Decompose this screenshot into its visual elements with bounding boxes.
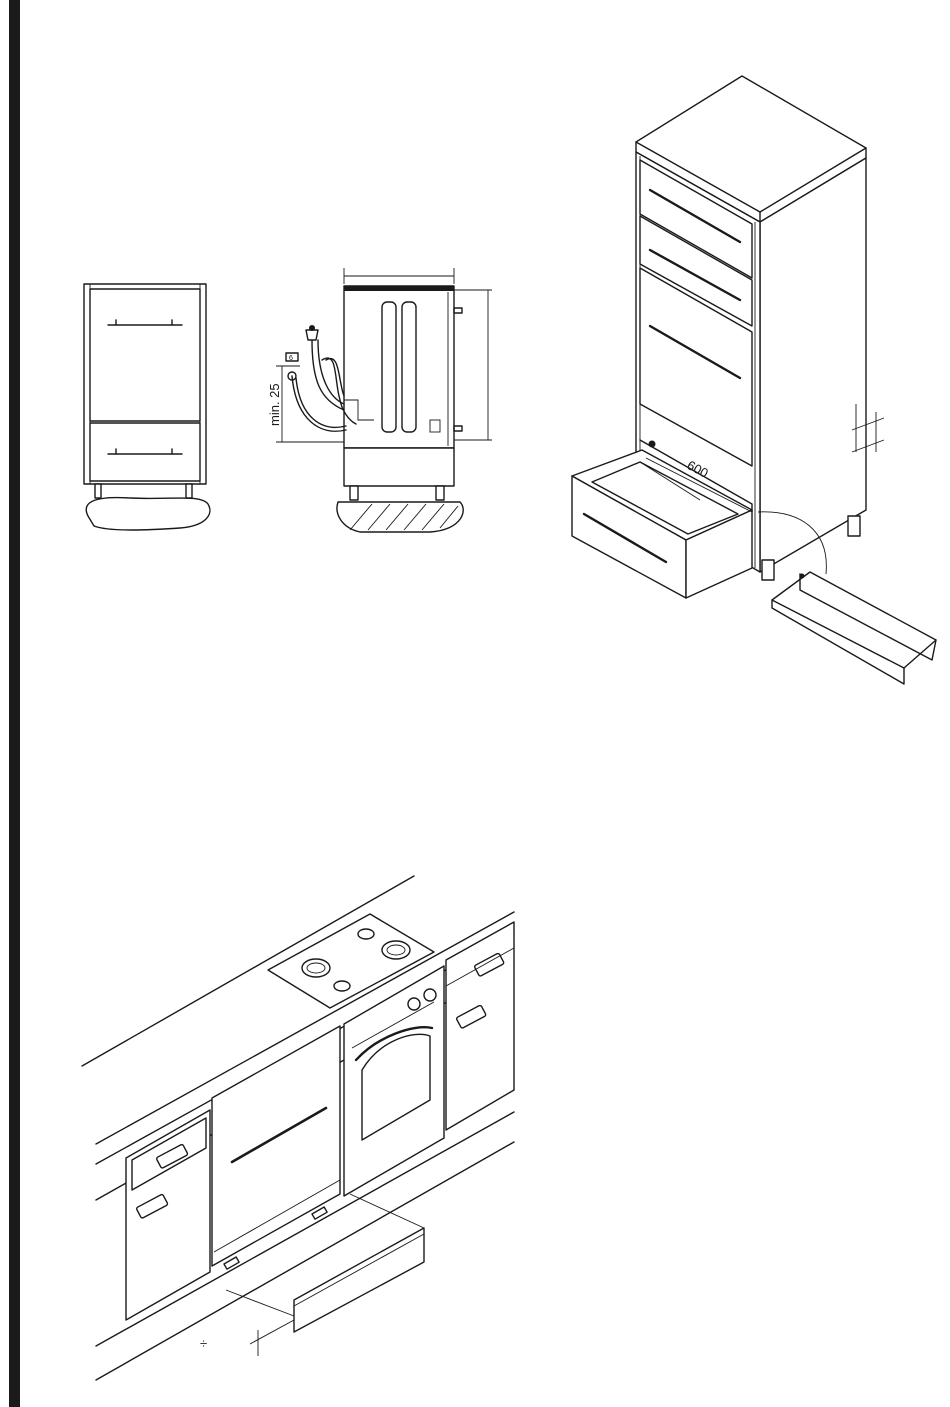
small-marker-label: 6 [289,355,293,362]
floor-hatched [337,502,463,532]
kitchen-row-isometric: ÷ [82,876,514,1380]
left-foot [95,484,101,498]
base-cabinet-front-view [84,284,210,530]
foot-front [762,560,774,580]
foot-right [436,486,444,500]
margin-bar [9,0,20,1407]
dishwasher-front [212,1026,340,1266]
dishwasher-side-view: 6 min. 25 [267,268,492,532]
plinth-bracket [772,572,936,668]
worktop-edge [344,286,454,291]
dishwasher-body [344,286,454,448]
foot-left [350,486,358,500]
divide-symbol: ÷ [200,1336,207,1351]
right-foot [186,484,192,498]
cabinet-side [760,158,866,572]
min-height-label: min. 25 [267,383,282,426]
plinth [344,448,454,486]
plinth-panel [294,1228,424,1332]
tap-valve [306,330,318,340]
foot-side [848,516,860,536]
tall-cabinet-isometric: 600 [572,76,936,684]
floor-shape [86,498,210,530]
